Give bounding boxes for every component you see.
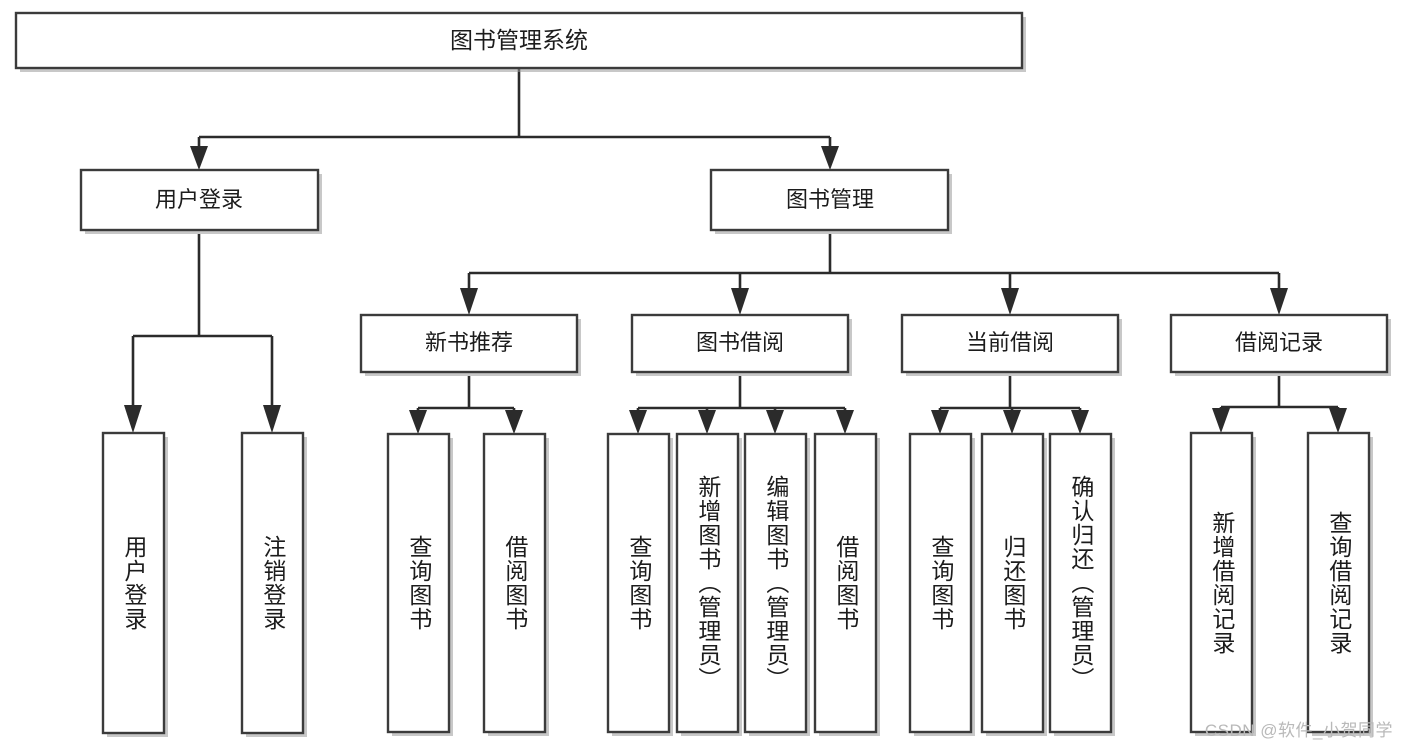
root-label: 图书管理系统 [450,27,588,53]
leaf-cb-query-book[interactable] [908,432,973,734]
leaf-bb-edit-book[interactable] [743,432,808,734]
node-layer: 图书管理系统 用户登录 图书管理 新书推荐 图书借阅 当前借阅 借阅记录 [14,11,1391,737]
leaf-bb-borrow-book[interactable] [813,432,878,734]
node-borrow-record-label: 借阅记录 [1235,330,1323,355]
root-box[interactable] [14,11,1024,70]
arrow-head-user-login [190,146,208,170]
leaf-nb-borrow-book[interactable] [482,432,547,734]
leaf-logout[interactable] [240,431,305,735]
arrow-head-bb-leaf-2 [698,410,716,434]
connector-layer [124,69,1347,434]
leaf-cb-confirm-return[interactable] [1048,432,1113,734]
leaf-br-add-record[interactable] [1189,431,1254,734]
arrow-head-cb-leaf-1 [931,410,949,434]
node-book-manage-label: 图书管理 [786,187,874,212]
arrow-head-borrow-record [1270,288,1288,315]
leaf-bb-add-book[interactable] [675,432,740,734]
node-book-borrow[interactable] [630,313,850,374]
node-borrow-record[interactable] [1169,313,1389,374]
leaf-user-login[interactable] [101,431,166,735]
arrow-head-book-manage [821,146,839,170]
arrow-head-leaf-user-login [124,405,142,433]
arrow-head-new-book [460,288,478,315]
node-book-manage[interactable] [709,168,950,232]
node-user-login-label: 用户登录 [155,187,243,212]
watermark: CSDN @软件_小贺同学 [1204,721,1393,740]
node-current-borrow[interactable] [900,313,1120,374]
leaf-cb-return-book[interactable] [980,432,1045,734]
arrow-head-current-borrow [1001,288,1019,315]
node-current-borrow-label: 当前借阅 [966,330,1054,355]
arrow-head-book-borrow [731,288,749,315]
arrow-head-br-leaf-1 [1212,408,1230,433]
arrow-head-bb-leaf-3 [766,410,784,434]
node-new-book-label: 新书推荐 [425,330,513,355]
leaf-nb-query-book[interactable] [386,432,451,734]
arrow-head-bb-leaf-1 [629,410,647,434]
arrow-head-bb-leaf-4 [836,410,854,434]
node-book-borrow-label: 图书借阅 [696,330,784,355]
leaf-bb-query-book[interactable] [606,432,671,734]
arrow-head-cb-leaf-2 [1003,410,1021,434]
node-user-login[interactable] [79,168,320,232]
node-new-book-recommend[interactable] [359,313,579,374]
arrow-head-nb-leaf-2 [505,410,523,434]
arrow-head-br-leaf-2 [1329,408,1347,433]
arrow-head-leaf-logout [263,405,281,433]
arrow-head-cb-leaf-3 [1071,410,1089,434]
arrow-head-nb-leaf-1 [409,410,427,434]
leaf-br-query-record[interactable] [1306,431,1371,734]
